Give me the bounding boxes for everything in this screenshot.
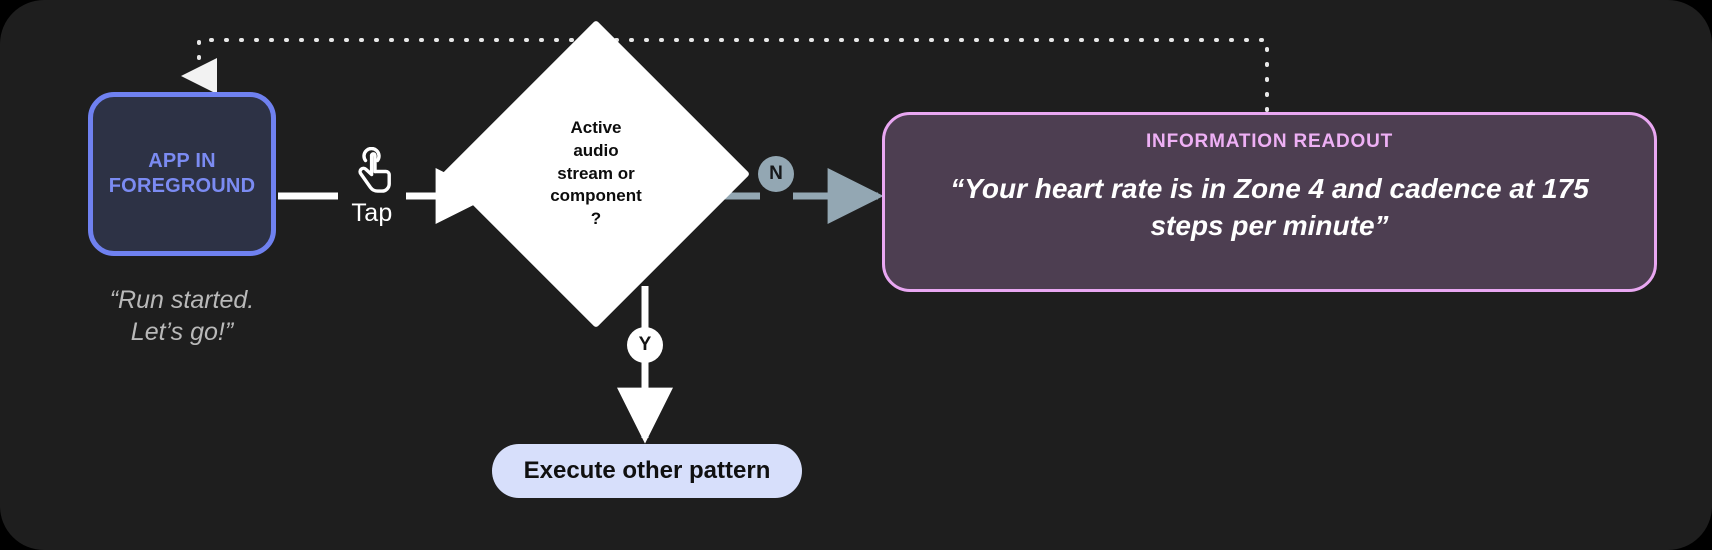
app-node-caption: “Run started. Let’s go!”: [62, 284, 302, 348]
readout-line1: “Your heart rate is in Zone 4 and cadenc…: [950, 173, 1535, 204]
execute-pill-label: Execute other pattern: [523, 457, 771, 484]
tap-gesture-group[interactable]: Tap: [336, 147, 408, 228]
decision-line5: ?: [590, 209, 602, 229]
tap-hand-icon: [358, 147, 391, 193]
decision-line4: component: [550, 186, 642, 206]
app-node-line2: FOREGROUND: [108, 175, 256, 197]
node-decision-active-audio[interactable]: Active audio stream or component ?: [441, 19, 751, 329]
app-caption-line2: Let’s go!”: [130, 318, 234, 346]
node-app-in-foreground[interactable]: APP IN FOREGROUND: [88, 92, 276, 256]
decision-line1: Active: [570, 117, 622, 137]
app-node-label: APP IN FOREGROUND: [109, 149, 255, 199]
readout-title: INFORMATION READOUT: [1145, 131, 1394, 152]
node-information-readout[interactable]: INFORMATION READOUT “Your heart rate is …: [882, 112, 1657, 292]
tap-label: Tap: [351, 199, 393, 227]
app-node-line1: APP IN: [148, 150, 216, 172]
app-caption-line1: “Run started.: [109, 286, 255, 314]
connector-feedback-dotted: [181, 38, 1269, 112]
readout-line2: 175 steps per minute”: [1150, 173, 1589, 241]
badge-no-label: N: [769, 163, 783, 184]
badge-yes: Y: [627, 327, 663, 363]
badge-yes-label: Y: [638, 334, 652, 355]
decision-line3: stream or: [557, 163, 635, 183]
decision-label: Active audio stream or component ?: [487, 65, 705, 283]
node-execute-other-pattern[interactable]: Execute other pattern: [492, 444, 802, 498]
readout-body: “Your heart rate is in Zone 4 and cadenc…: [950, 171, 1590, 245]
decision-line2: audio: [573, 140, 619, 160]
badge-no: N: [758, 156, 794, 192]
